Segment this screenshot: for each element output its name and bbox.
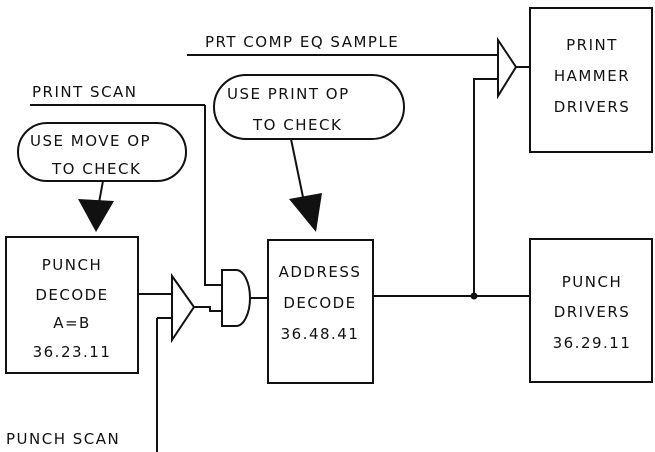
label-print-scan: PRINT SCAN xyxy=(32,83,138,101)
wire-print-scan-to-and xyxy=(204,105,222,286)
address-decode-line2: DECODE xyxy=(283,294,356,312)
punch-decode-line4: 36.23.11 xyxy=(33,343,112,361)
punch-drivers-line1: PUNCH xyxy=(562,273,623,291)
and-gate xyxy=(221,269,251,327)
note-print-op-line2: TO CHECK xyxy=(252,116,342,134)
punch-drivers-line2: DRIVERS xyxy=(554,303,631,321)
note-move-op-line2: TO CHECK xyxy=(51,160,141,178)
block-punch-decode: PUNCH DECODE A=B 36.23.11 xyxy=(5,236,139,374)
punch-drivers-line3: 36.29.11 xyxy=(553,334,632,352)
punch-decode-line2: DECODE xyxy=(35,286,108,304)
address-decode-line1: ADDRESS xyxy=(279,263,362,281)
block-address-decode: ADDRESS DECODE 36.48.41 xyxy=(267,239,374,384)
note-move-op: USE MOVE OP TO CHECK xyxy=(17,122,187,182)
print-amplifier xyxy=(497,36,518,100)
punch-amplifier xyxy=(171,272,196,344)
arrow-move-op-head xyxy=(78,199,114,232)
address-decode-line3: 36.48.41 xyxy=(281,325,360,343)
note-print-op: USE PRINT OP TO CHECK xyxy=(213,74,405,140)
block-punch-drivers: PUNCH DRIVERS 36.29.11 xyxy=(529,238,653,383)
junction-dot xyxy=(470,292,478,300)
punch-decode-line3: A=B xyxy=(53,314,91,332)
label-punch-scan: PUNCH SCAN xyxy=(6,430,120,448)
note-print-op-line1: USE PRINT OP xyxy=(227,85,350,103)
wire-to-print-hammer xyxy=(473,78,498,296)
wire-amp-to-and xyxy=(194,306,222,312)
print-hammer-line1: PRINT xyxy=(566,36,618,54)
arrow-print-op-line xyxy=(290,138,305,203)
block-print-hammer-drivers: PRINT HAMMER DRIVERS xyxy=(529,7,653,153)
print-hammer-line3: DRIVERS xyxy=(554,98,631,116)
note-move-op-line1: USE MOVE OP xyxy=(30,132,151,150)
punch-decode-line1: PUNCH xyxy=(42,256,103,274)
print-hammer-line2: HAMMER xyxy=(554,67,630,85)
label-prt-comp-eq-sample: PRT COMP EQ SAMPLE xyxy=(205,33,399,51)
arrow-print-op-head xyxy=(289,193,322,232)
